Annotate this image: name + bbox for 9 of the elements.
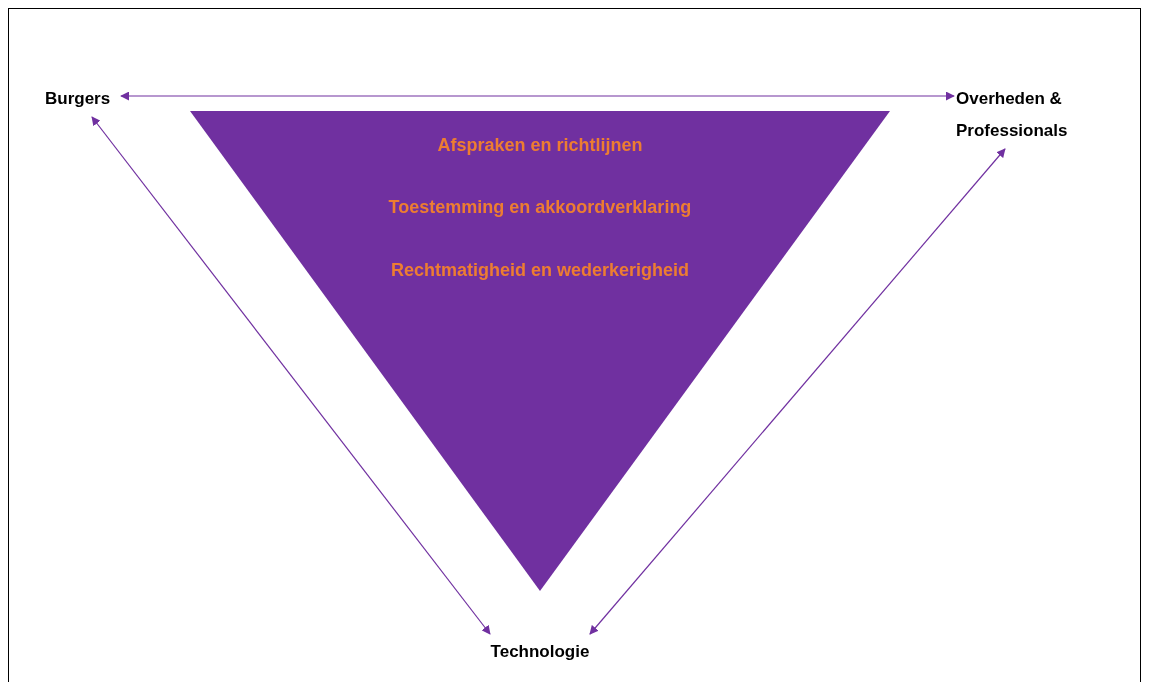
- principle-label: Rechtmatigheid en wederkerigheid: [389, 259, 691, 282]
- actor-label: Overheden & Professionals: [956, 83, 1106, 147]
- double-arrow: [120, 91, 955, 101]
- principle-label: Afspraken en richtlijnen: [436, 134, 644, 157]
- double-arrow: [91, 116, 491, 635]
- principle-label: Toestemming en akkoordverklaring: [387, 196, 693, 219]
- actor-label: Burgers: [45, 83, 119, 115]
- actor-label: Technologie: [484, 636, 596, 668]
- double-arrow: [589, 148, 1006, 635]
